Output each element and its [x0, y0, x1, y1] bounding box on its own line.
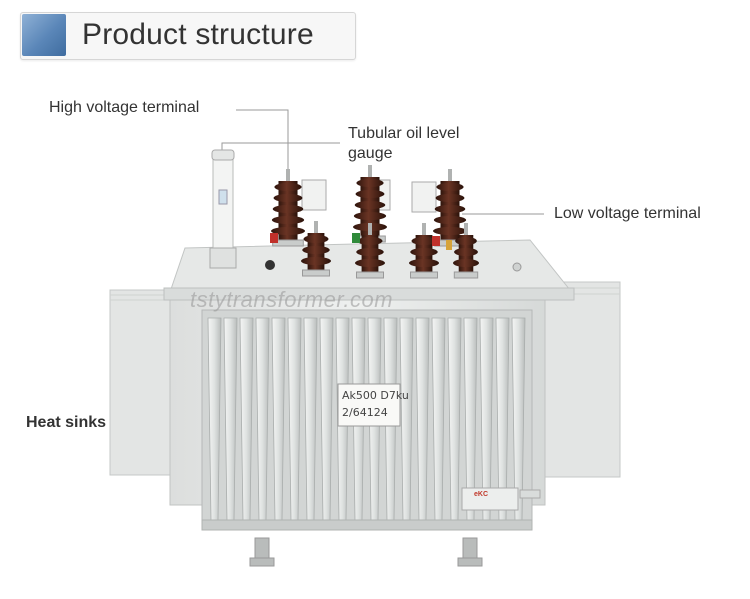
label-oil-gauge-line-2: gauge [348, 145, 393, 162]
front-radiator [201, 309, 533, 531]
leader-high-voltage [236, 109, 289, 182]
base-legs [249, 537, 483, 567]
oil-level-gauge [209, 149, 237, 269]
nameplate [337, 383, 401, 427]
hv-bushing [271, 169, 305, 247]
cover-rim [163, 287, 575, 301]
label-heat-sinks: Heat sinks [26, 414, 107, 431]
leader-oil-gauge [221, 142, 340, 157]
label-oil-gauge-line-1: Tubular oil level [348, 125, 460, 142]
lv-bushing [409, 223, 439, 279]
header-box [20, 12, 356, 60]
hv-bushing [433, 169, 467, 247]
brand-mark: eKC [474, 491, 489, 498]
lv-bushing [453, 223, 479, 279]
page-title: Product structure [82, 18, 314, 51]
lv-bushing [355, 223, 385, 279]
watermark: tstytransformer.com [190, 287, 394, 312]
brand-plate [461, 487, 519, 511]
label-high-voltage-terminal: High voltage terminal [49, 99, 200, 116]
nameplate-line-1: Ak500 D7ku [342, 389, 409, 402]
header-accent-square [22, 14, 66, 56]
lv-bushing [301, 221, 331, 277]
nameplate-line-2: 2/64124 [342, 406, 388, 419]
label-low-voltage-terminal: Low voltage terminal [554, 205, 701, 222]
